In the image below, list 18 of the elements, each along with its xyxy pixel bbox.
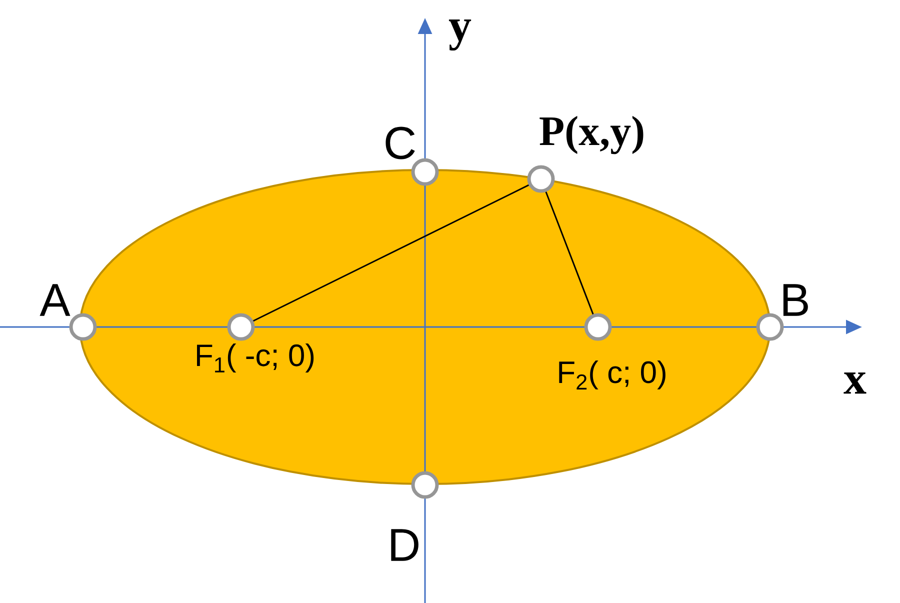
point-marker (69, 313, 97, 341)
point-label: D (391, 529, 418, 561)
axis-label: y (448, 19, 472, 51)
point-label: A (40, 284, 70, 316)
point-marker (227, 313, 255, 341)
point-marker (411, 471, 439, 499)
point-label: P(x,y) (540, 116, 644, 154)
point-marker (756, 313, 784, 341)
point-label: B (783, 284, 808, 316)
axis-label: x (844, 372, 866, 394)
line-segment (545, 192, 594, 314)
point-label: F$_{2}$( c; 0) (559, 360, 666, 390)
point-label: F$_{1}$( -c; 0) (197, 344, 314, 372)
point-marker (527, 165, 555, 193)
point-marker (411, 158, 439, 186)
point-label: C (386, 126, 415, 160)
line-segment (253, 184, 529, 322)
point-marker (584, 313, 612, 341)
